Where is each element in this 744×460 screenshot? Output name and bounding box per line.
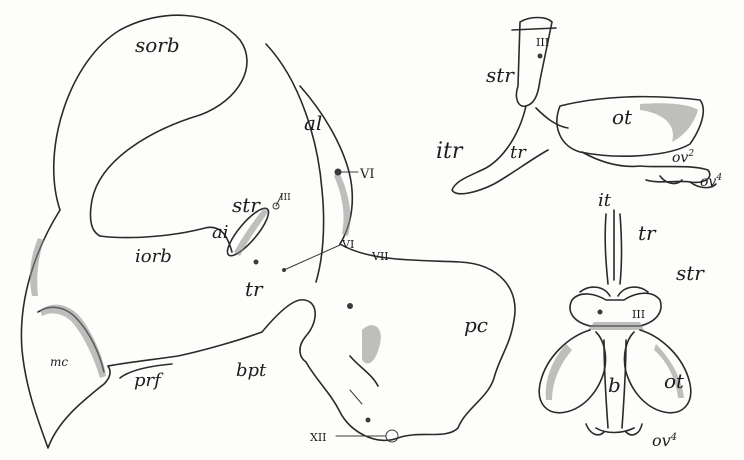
ala-outline (266, 44, 324, 282)
hypoglossal-foramen (366, 418, 371, 423)
label-ai: ai (212, 222, 229, 243)
rostrum-shade (30, 238, 44, 296)
tr-crossbar (512, 28, 556, 30)
br-label-ot: ot (664, 369, 685, 393)
label-pc: pc (464, 313, 488, 337)
label-VI-lower: VI (341, 238, 354, 251)
label-bpt: bpt (236, 360, 267, 381)
tr-strut (536, 108, 568, 128)
label-mc: mc (50, 355, 68, 369)
label-tr: tr (245, 277, 264, 301)
label-VI-upper: VI (359, 167, 375, 182)
ala-shade (334, 170, 350, 236)
basal-plate-outline (262, 300, 315, 362)
tr-otic-shade (640, 103, 698, 142)
leader-VI-lower (284, 245, 340, 270)
otic-foramen (347, 303, 353, 309)
label-al: al (304, 111, 322, 135)
tr-label-ot: ot (612, 105, 633, 129)
br-label-tr: tr (638, 221, 657, 245)
bottom-right-figure: it tr str III b ot ov4 (539, 190, 705, 450)
label-iorb: iorb (135, 246, 172, 267)
br-III-foramen (598, 310, 603, 315)
tr-label-tr: tr (510, 142, 527, 163)
tr-label-itr: itr (436, 139, 464, 164)
tr-label-ov4: ov4 (700, 173, 722, 190)
br-label-str: str (676, 261, 705, 285)
label-XII: XII (310, 431, 327, 444)
label-III: III (280, 193, 291, 203)
label-VII: VII (371, 250, 389, 263)
tr-rod-vertical (516, 18, 552, 107)
br-trabecular-rods (605, 210, 621, 284)
br-label-ov4: ov4 (652, 431, 677, 450)
parachordal-outline (306, 244, 515, 440)
tr-label-str: str (486, 63, 515, 87)
label-str: str (232, 193, 261, 217)
tr-label-ov2: ov2 (672, 149, 694, 166)
br-label-III: III (632, 308, 645, 321)
rostrum-outline (21, 210, 110, 448)
br-plate-shade (588, 322, 644, 330)
top-right-figure: III str ot itr tr ov2 ov4 (436, 18, 722, 194)
otic-shade (362, 325, 381, 363)
tr-label-III: III (536, 36, 549, 49)
br-left-lobe-shade (546, 344, 572, 400)
foramen-dot (254, 260, 259, 265)
tr-III-foramen (538, 54, 543, 59)
tr-trabecula (452, 106, 548, 194)
label-sorb: sorb (135, 33, 180, 57)
br-label-it: it (598, 190, 612, 211)
br-label-b: b (608, 373, 621, 397)
main-skull-figure: sorb al VI str III ai iorb VI VII tr pc … (21, 15, 515, 448)
br-central-plate (570, 293, 661, 326)
label-prf: prf (134, 370, 164, 391)
leader-tick (350, 390, 362, 404)
br-left-otic-lobe (539, 330, 605, 413)
